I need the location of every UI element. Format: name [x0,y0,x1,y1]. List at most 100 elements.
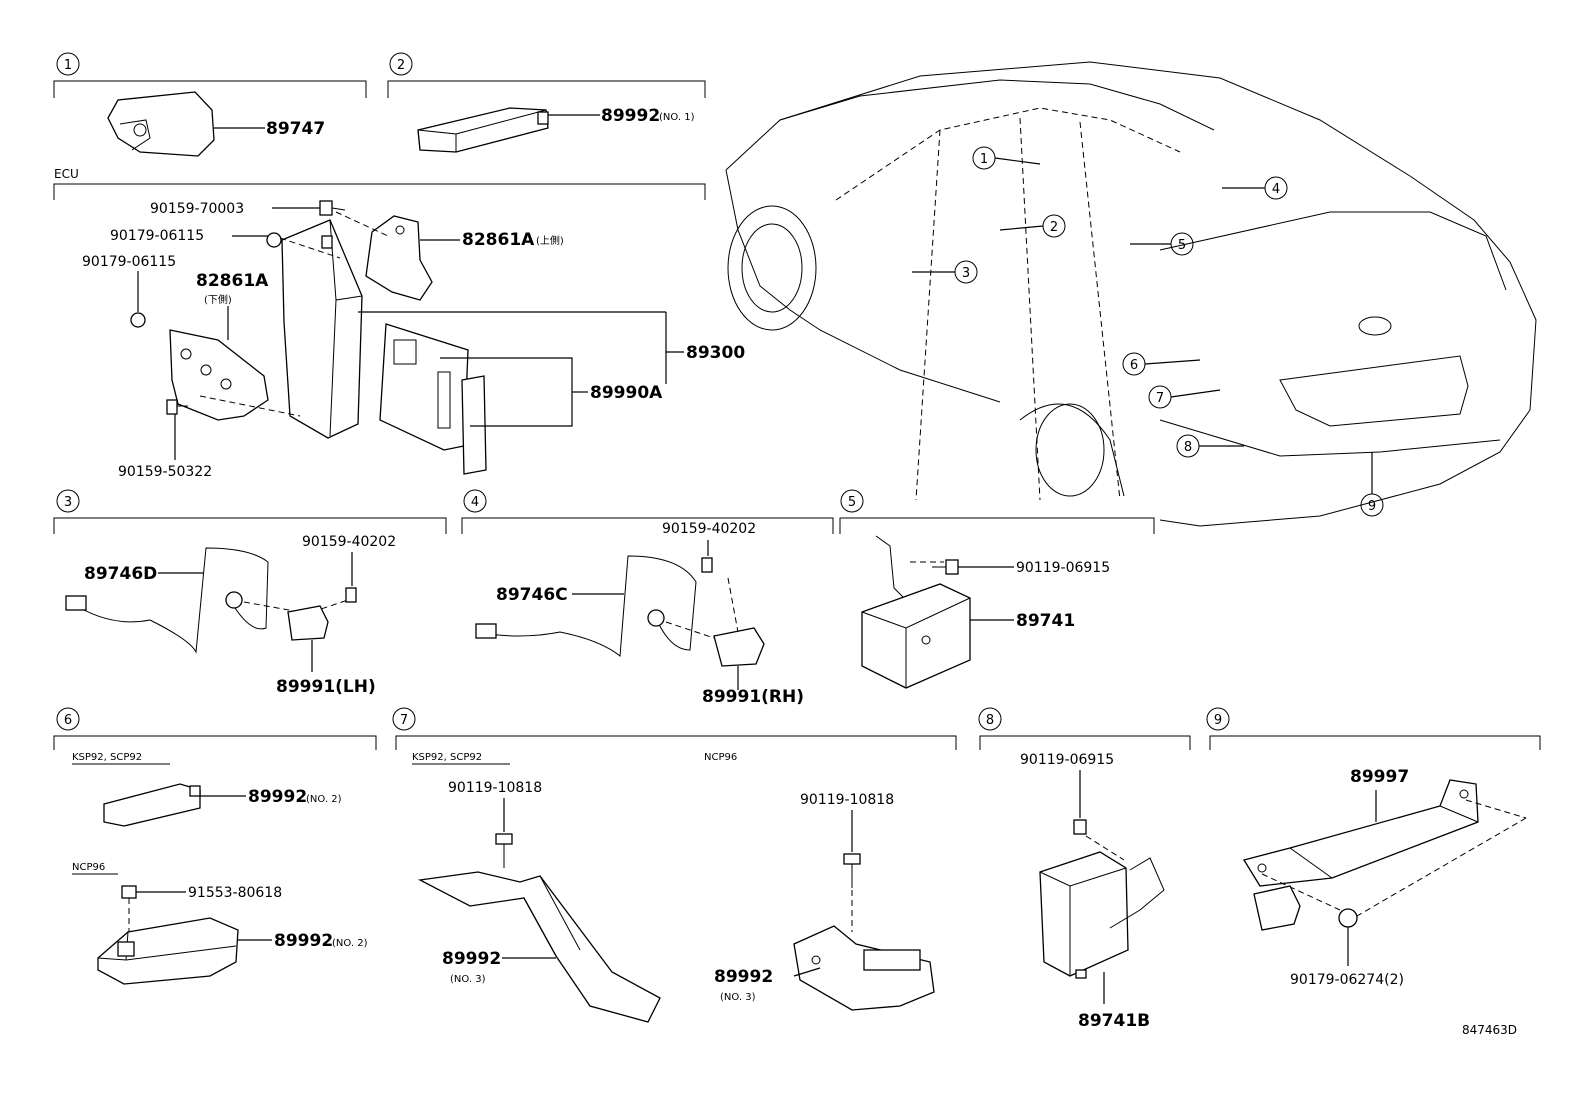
part-89992-no1-drawing [417,107,549,153]
bracket-89992-no3-b [793,925,935,1011]
section-6: 6 KSP92, SCP92 89992 (NO. 2) NCP96 91553… [53,707,377,985]
part-number-89997: 89997 [1350,767,1409,787]
callout-6: 6 [1130,358,1138,373]
section-3-number: 3 [64,495,72,510]
variant-ncp96-s6: NCP96 [72,862,105,873]
note-no3-a: (NO. 3) [450,974,486,985]
part-number-90119-10818-b: 90119-10818 [800,792,894,808]
callout-5: 5 [1178,238,1186,253]
part-number-90159-50322: 90159-50322 [118,464,212,480]
bolt-90119-10818-a [495,833,513,868]
bolt-90159-50322 [166,399,188,415]
part-number-89992-no3-b: 89992 [714,967,773,987]
part-89992-no2-b-drawing [97,917,239,985]
part-number-90179-06115-lower: 90179-06115 [82,254,176,270]
section-8: 8 90119-06915 89741B [978,707,1191,1031]
note-no2-a: (NO. 2) [306,794,342,805]
nut-90179-06115 [266,232,282,248]
section-9: 9 89997 90179-06274(2) [1206,707,1541,988]
ecu-housing-89300 [281,219,363,439]
section-7-number: 7 [400,713,408,728]
section-4-number: 4 [471,495,479,510]
part-number-89300: 89300 [686,343,745,363]
part-number-89741B: 89741B [1078,1011,1150,1031]
section-7: 7 KSP92, SCP92 NCP96 90119-10818 89992 (… [392,707,957,1023]
section-3: 3 90159-40202 89746D 89991(LH) [53,489,447,697]
section-2-number: 2 [397,58,405,73]
note-upper-side: (上側) [536,234,564,247]
section-2: 2 89992 (NO. 1) [387,52,706,153]
part-number-90179-06115-upper: 90179-06115 [110,228,204,244]
part-number-89746C: 89746C [496,585,568,605]
bracket-82861A-lower [169,329,269,421]
part-number-89992-no2-a: 89992 [248,787,307,807]
nut-90179-06115-lower [130,312,146,328]
note-lower-side: (下側) [204,293,232,306]
section-1: 1 89747 [53,52,367,157]
ecu-board-89990A [379,323,487,475]
module-89741 [861,535,971,689]
part-number-89747: 89747 [266,119,325,139]
part-number-90159-40202-s4: 90159-40202 [662,521,756,537]
sensor-89991-rh [713,627,765,667]
ecu-label: ECU [54,167,79,181]
harness-89746D [65,547,269,654]
part-number-89991-rh: 89991(RH) [702,687,804,707]
section-5: 5 90119-06915 89741 [839,489,1155,689]
callout-4: 4 [1272,182,1280,197]
callout-3: 3 [962,266,970,281]
part-number-90159-40202-s3: 90159-40202 [302,534,396,550]
harness-89746C [475,555,697,657]
section-8-number: 8 [986,713,994,728]
bracket-82861A-upper [365,215,433,301]
bolt-90159-40202-s4 [701,557,713,573]
bolt-90119-06915-s5 [932,559,959,575]
bolt-90119-10818-b [843,853,861,888]
part-number-89992-no2-b: 89992 [274,931,333,951]
section-6-number: 6 [64,713,72,728]
bracket-89992-no3-a [417,871,661,1023]
note-no3-b: (NO. 3) [720,992,756,1003]
part-number-90119-06915-s8: 90119-06915 [1020,752,1114,768]
variant-ksp-scp-s6: KSP92, SCP92 [72,752,142,763]
variant-ksp-scp-s7: KSP92, SCP92 [412,752,482,763]
part-number-90119-10818-a: 90119-10818 [448,780,542,796]
section-5-number: 5 [848,495,856,510]
part-number-90159-70003: 90159-70003 [150,201,244,217]
vehicle-overview: 1 2 3 4 5 6 7 8 9 [725,61,1537,527]
note-no2-b: (NO. 2) [332,938,368,949]
note-no1: (NO. 1) [659,112,695,123]
callout-8: 8 [1184,440,1192,455]
diagram-id: 847463D [1462,1023,1517,1037]
part-number-89990A: 89990A [590,383,663,403]
bolt-90119-06915-s8 [1073,819,1087,835]
part-number-90119-06915-s5: 90119-06915 [1016,560,1110,576]
variant-ncp96-s7: NCP96 [704,752,737,763]
part-number-89992-no1: 89992 [601,106,660,126]
callout-7: 7 [1156,391,1164,406]
sensor-89991-lh [287,605,329,641]
part-number-90179-06274: 90179-06274(2) [1290,972,1404,988]
part-number-89746D: 89746D [84,564,157,584]
nut-90179-06274 [1338,908,1358,928]
section-4: 4 90159-40202 89746C 89991(RH) [461,489,834,707]
bracket-89997 [1242,779,1479,887]
screw-91553-80618 [121,885,137,899]
section-1-number: 1 [64,58,72,73]
callout-1: 1 [980,152,988,167]
bolt-90159-70003 [319,200,346,216]
module-89741B [1039,851,1165,979]
section-9-number: 9 [1214,713,1222,728]
section-ecu: ECU 90159-70003 90179-06115 90179-06115 … [53,167,745,480]
part-number-82861A-lower: 82861A [196,271,269,291]
part-number-89991-lh: 89991(LH) [276,677,376,697]
bolt-90159-40202-s3 [345,587,357,603]
callout-2: 2 [1050,220,1058,235]
part-number-89992-no3-a: 89992 [442,949,501,969]
callout-9: 9 [1368,499,1376,514]
sensor-89997-unit [1253,885,1301,931]
part-number-91553-80618: 91553-80618 [188,885,282,901]
part-number-89741: 89741 [1016,611,1075,631]
part-89747-drawing [107,91,215,157]
